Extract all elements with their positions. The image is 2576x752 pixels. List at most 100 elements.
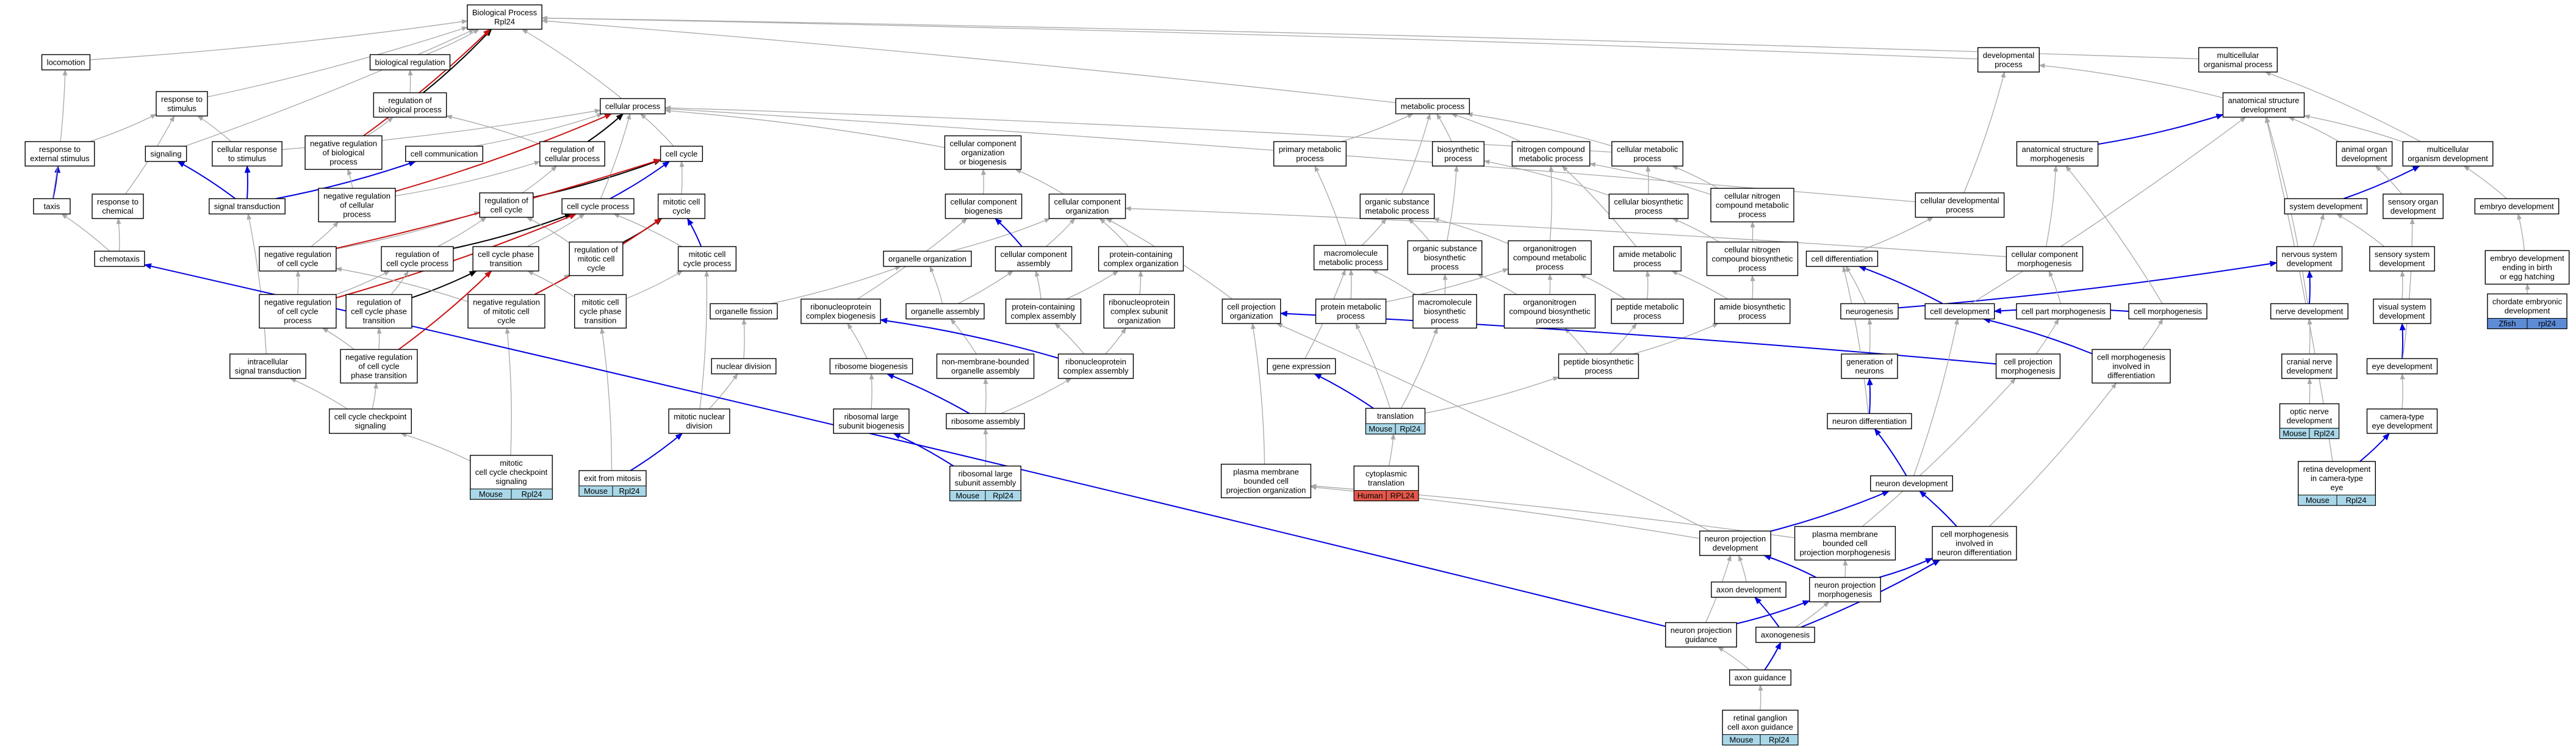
go-term-cellcycle[interactable]: cell cycle [660, 145, 703, 162]
go-term-organelle-asm[interactable]: organelle assembly [905, 303, 985, 320]
go-term-sys-dev[interactable]: system development [2284, 198, 2368, 215]
go-term-cell-morph[interactable]: cell morphogenesis [2128, 303, 2207, 320]
go-term-axon-guid[interactable]: axon guidance [1729, 669, 1791, 686]
go-term-ribo-asm[interactable]: ribosome assembly [946, 413, 1025, 430]
go-term-organelle-org[interactable]: organelle organization [883, 250, 972, 267]
go-term-cell-comm[interactable]: cell communication [405, 145, 483, 162]
go-term-ccproc[interactable]: cell cycle process [561, 198, 635, 215]
go-term-axonogenesis[interactable]: axonogenesis [1755, 626, 1815, 643]
go-term-chemotaxis[interactable]: chemotaxis [94, 250, 145, 267]
go-term-locomotion[interactable]: locomotion [41, 54, 91, 71]
go-term-organelle-fission[interactable]: organelle fission [710, 303, 778, 320]
go-term-eye-dev[interactable]: eye development [2366, 358, 2438, 375]
go-term-neuron-dev[interactable]: neuron development [1870, 475, 1953, 492]
go-term-cell-diff[interactable]: cell differentiation [1805, 250, 1879, 267]
go-term-neurogenesis[interactable]: neurogenesis [1840, 303, 1899, 320]
go-term-cell-part-morph[interactable]: cell part morphogenesis [2016, 303, 2111, 320]
go-term-gene-exp[interactable]: gene expression [1267, 358, 1336, 375]
go-term-nuc-div[interactable]: nuclear division [711, 358, 777, 375]
go-term-bioreg[interactable]: biological regulation [369, 54, 451, 71]
go-term-signaling[interactable]: signaling [145, 145, 187, 162]
go-term-axon-dev[interactable]: axon development [1711, 581, 1786, 598]
